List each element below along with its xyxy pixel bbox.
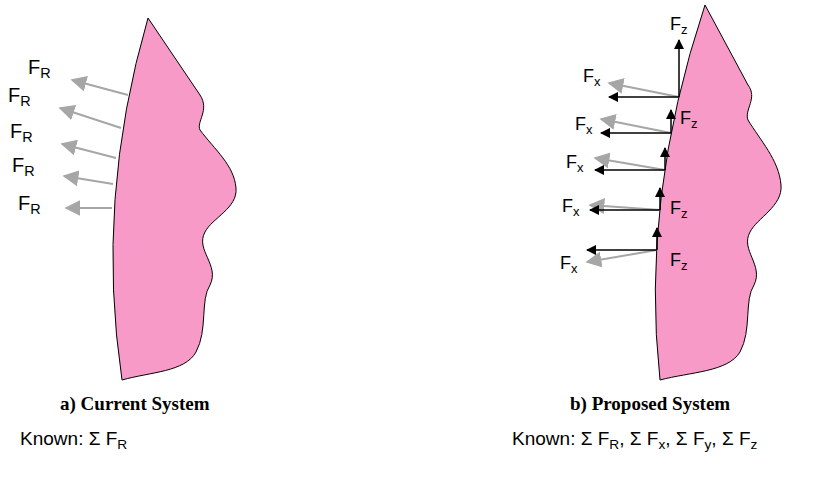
force-label: Fx xyxy=(575,114,592,135)
force-label: Fx xyxy=(583,66,600,87)
force-label: Fx xyxy=(566,152,583,173)
force-label: FR xyxy=(8,84,31,107)
force-label: FR xyxy=(12,154,35,177)
force-label: Fx xyxy=(562,196,579,217)
known-note: Known: Σ FR xyxy=(20,428,127,450)
component-arrows xyxy=(587,40,679,250)
force-label: FR xyxy=(28,56,51,79)
resultant-arrows xyxy=(587,83,679,262)
profile-shape xyxy=(113,18,236,380)
force-label: Fz xyxy=(670,250,687,271)
resultant-arrows xyxy=(60,80,128,208)
known-note: Known: Σ FR, Σ Fx, Σ Fy, Σ Fz xyxy=(512,428,757,450)
profile-shape xyxy=(655,5,781,380)
force-label: Fz xyxy=(670,14,687,35)
force-label: Fz xyxy=(680,108,697,129)
caption: b) Proposed System xyxy=(570,393,730,415)
force-label: FR xyxy=(10,120,33,143)
force-label: Fx xyxy=(560,253,577,274)
force-label: FR xyxy=(18,192,41,215)
force-label: Fz xyxy=(670,198,687,219)
caption: a) Current System xyxy=(60,393,210,415)
